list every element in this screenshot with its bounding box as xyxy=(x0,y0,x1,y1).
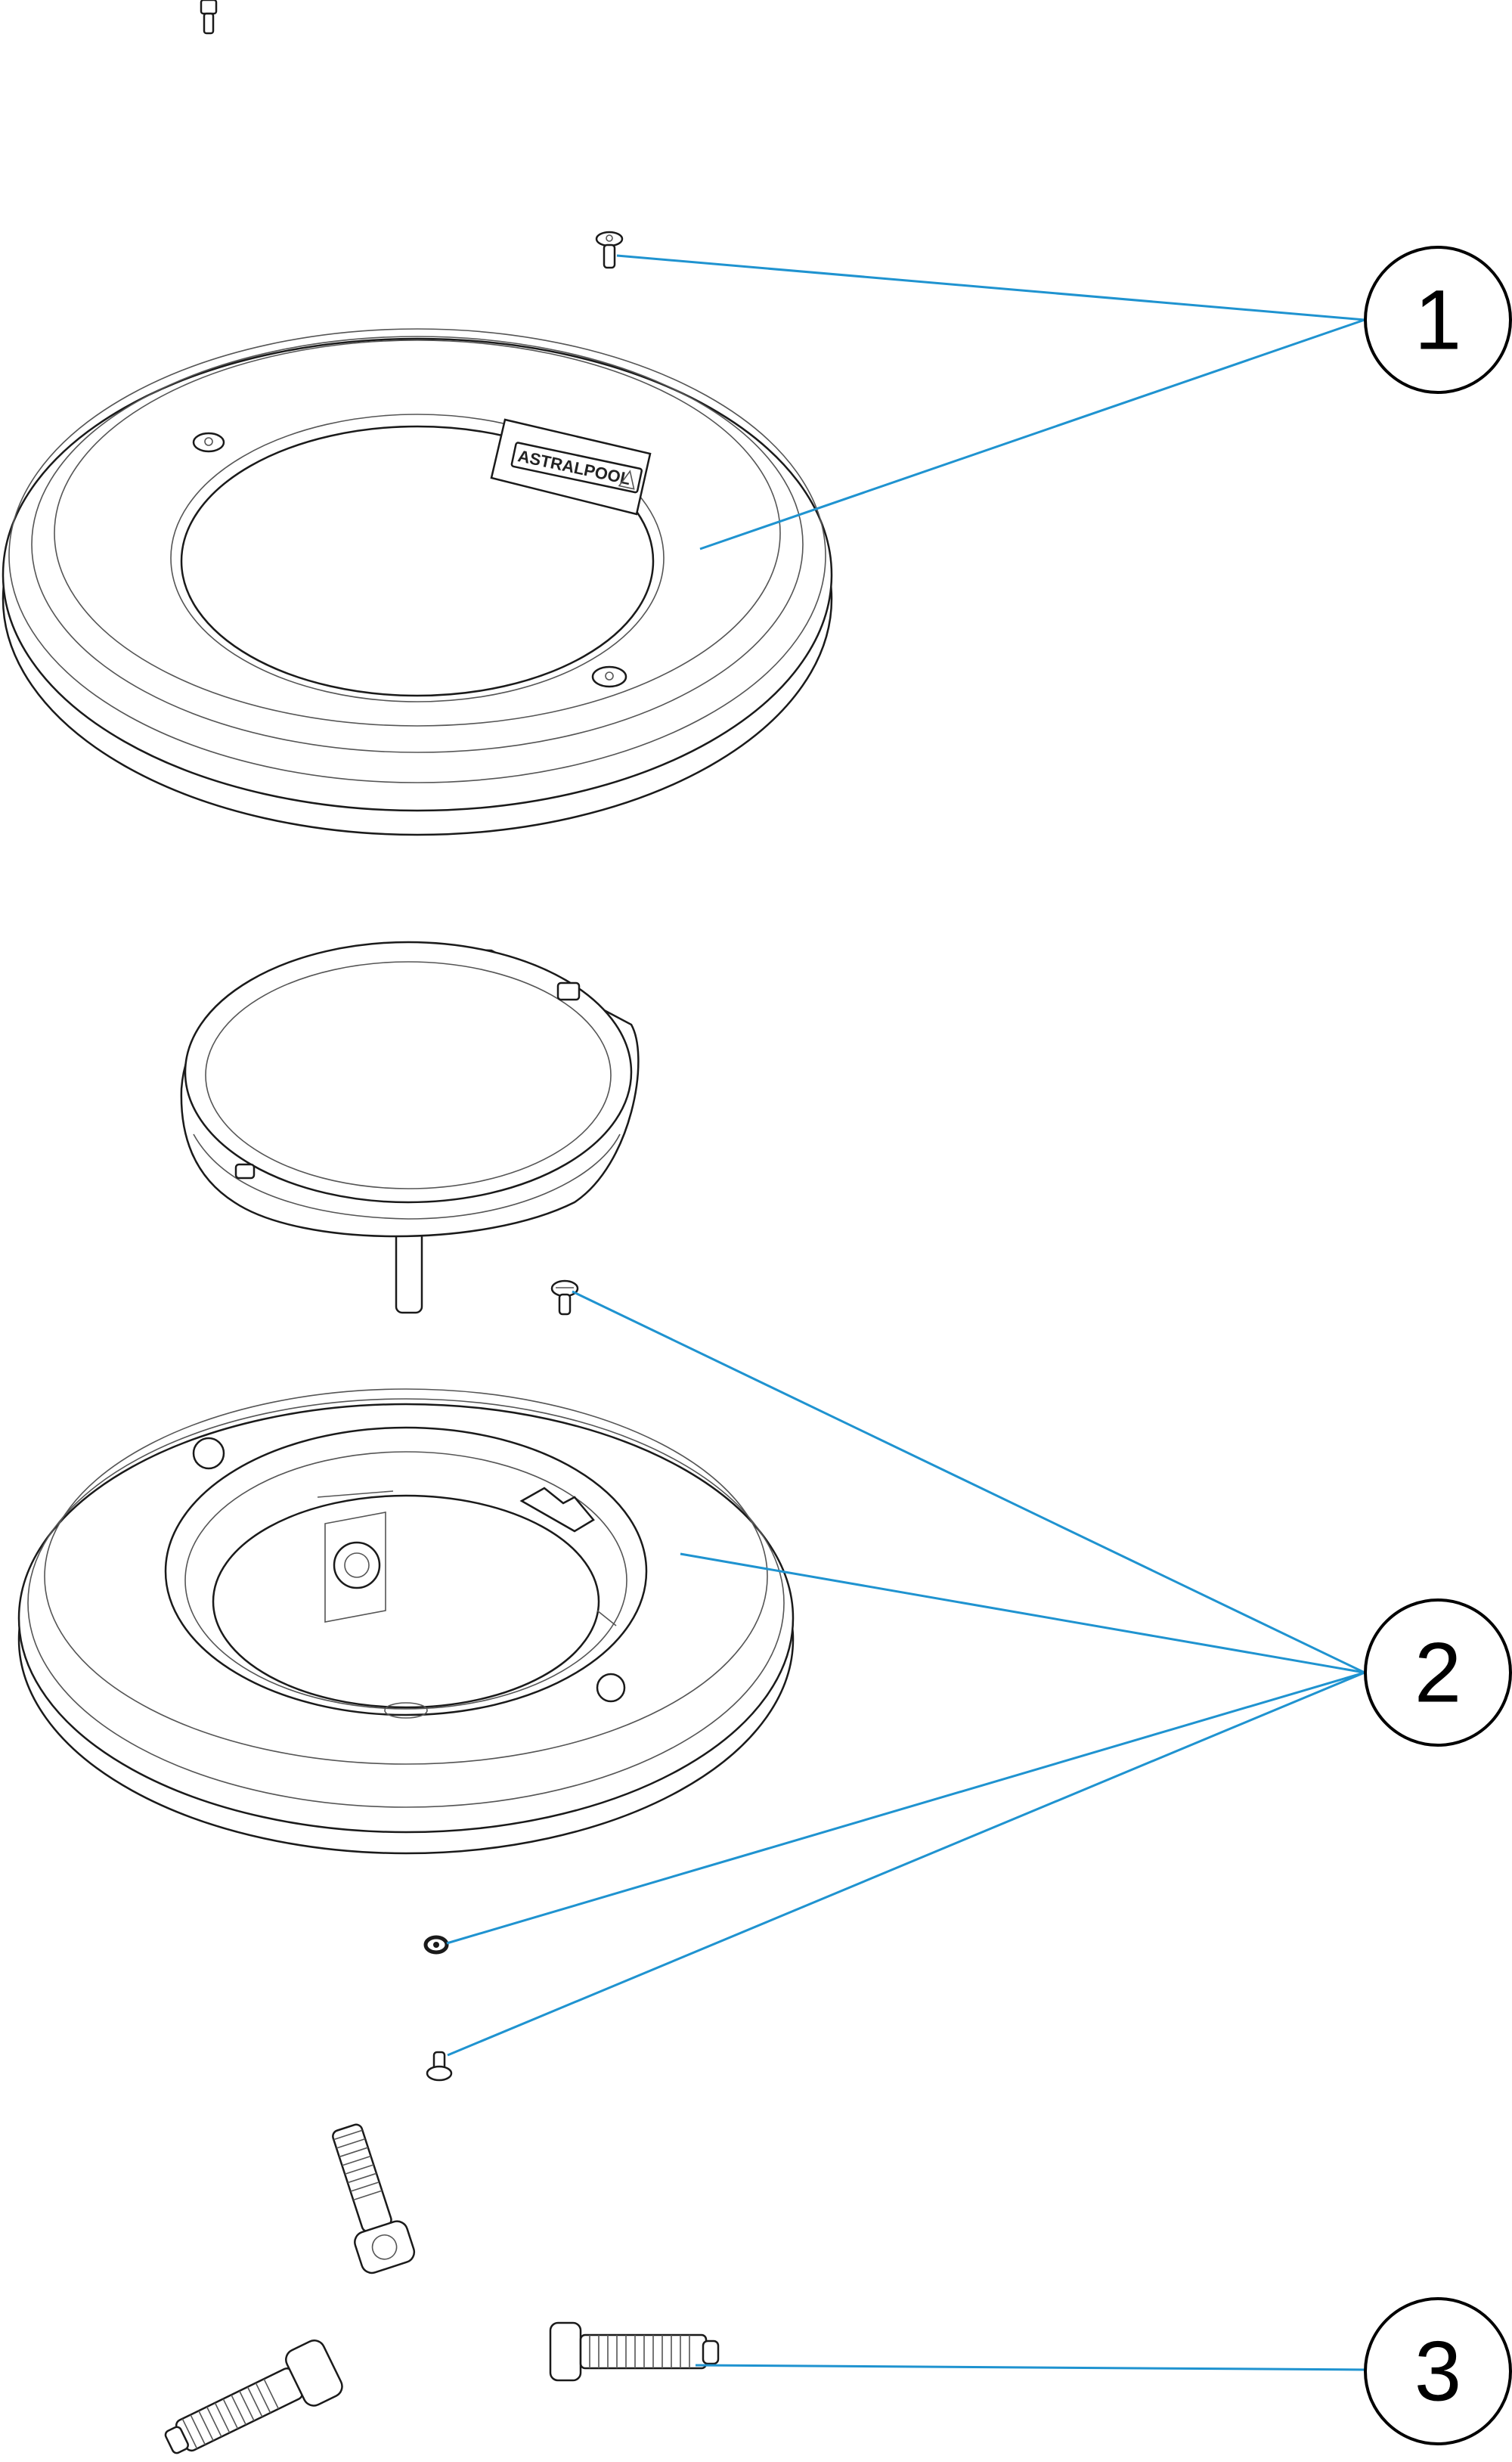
top-screw-part xyxy=(200,0,218,35)
niche-screw-part xyxy=(550,1279,579,1316)
bolt-upper-left-part xyxy=(332,2123,416,2274)
leader-lines xyxy=(446,254,1369,2371)
cover-screw-hole-upper xyxy=(192,432,225,453)
callout-3-label: 3 xyxy=(1414,2324,1461,2419)
bolt-part-3 xyxy=(549,2321,720,2382)
leader-line-2c xyxy=(446,1671,1365,1945)
astralpool-logo-plate: ASTRALPOOL xyxy=(490,418,652,516)
leader-line-2a xyxy=(572,1290,1365,1674)
lamp-unit-part xyxy=(180,941,640,1314)
niche-screw-hole-right xyxy=(596,1673,626,1703)
cover-screw-hole-lower xyxy=(591,665,627,688)
leader-line-1b xyxy=(699,318,1365,550)
callout-2-label: 2 xyxy=(1414,1626,1461,1720)
callout-2: 2 xyxy=(1364,1598,1512,1747)
leader-line-2b xyxy=(680,1552,1365,1674)
washer-part xyxy=(423,1935,449,1955)
niche-screw-hole-left xyxy=(192,1437,225,1470)
leader-line-2d xyxy=(447,1671,1365,2057)
bolt-lower-left-part xyxy=(164,2340,343,2454)
callout-3: 3 xyxy=(1364,2297,1512,2445)
front-cover-ring-part: ASTRALPOOL xyxy=(2,328,833,836)
leader-line-3 xyxy=(695,2364,1369,2371)
niche-body-part xyxy=(17,1388,795,1855)
leader-line-1a xyxy=(616,254,1365,321)
cover-screw-part xyxy=(595,231,624,269)
lower-small-screw-part xyxy=(426,2051,453,2082)
callout-1: 1 xyxy=(1364,246,1512,394)
callout-1-label: 1 xyxy=(1414,273,1461,367)
